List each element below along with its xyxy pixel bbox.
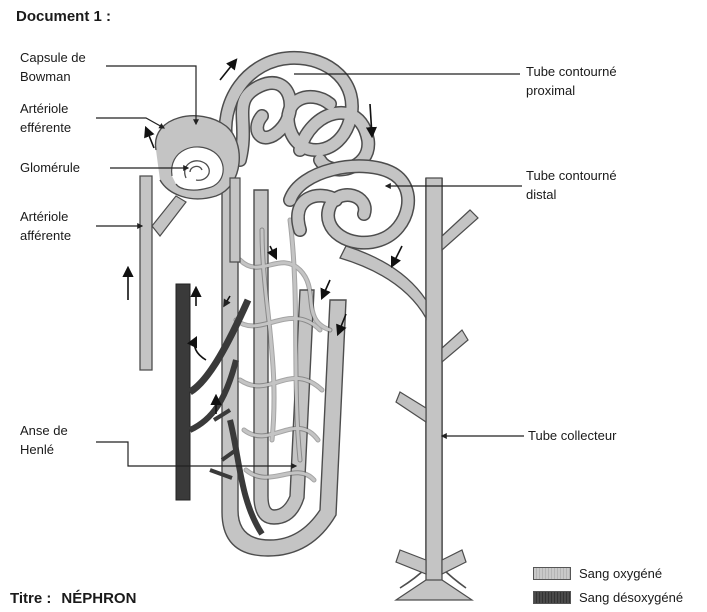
legend-oxygenated: Sang oxygéné bbox=[533, 566, 662, 581]
label-capsule-bowman: Capsule de Bowman bbox=[20, 48, 86, 86]
leader-capsule bbox=[106, 66, 196, 124]
connecting-tubule bbox=[340, 246, 426, 318]
label-afferente-line2: afférente bbox=[20, 226, 71, 245]
efferent-arteriole bbox=[230, 178, 240, 262]
label-proximal-line1: Tube contourné bbox=[526, 62, 617, 81]
figure-title-prefix: Titre : bbox=[10, 590, 51, 607]
collecting-duct bbox=[396, 178, 478, 600]
arrow-vein-curve bbox=[194, 338, 206, 360]
label-proximal-line2: proximal bbox=[526, 81, 617, 100]
label-glomerule-line1: Glomérule bbox=[20, 158, 80, 177]
label-afferente-line1: Artériole bbox=[20, 207, 71, 226]
legend-swatch-oxygenated bbox=[533, 567, 571, 580]
label-tube-collecteur: Tube collecteur bbox=[528, 426, 616, 445]
figure-title: Titre : NÉPHRON bbox=[10, 590, 136, 607]
leader-efferent bbox=[96, 118, 164, 128]
arrow-proximal-top bbox=[220, 60, 236, 80]
proximal-convoluted-tubule bbox=[226, 58, 369, 170]
label-distal-line2: distal bbox=[526, 185, 617, 204]
label-glomerule: Glomérule bbox=[20, 158, 80, 177]
label-capsule-line1: Capsule de bbox=[20, 48, 86, 67]
bowman-capsule bbox=[156, 116, 240, 199]
label-henle-line2: Henlé bbox=[20, 440, 68, 459]
label-distal-line1: Tube contourné bbox=[526, 166, 617, 185]
label-arteriole-afferente: Artériole afférente bbox=[20, 207, 71, 245]
capillary-network bbox=[236, 220, 330, 480]
label-efferente-line1: Artériole bbox=[20, 99, 71, 118]
legend-label-deoxygenated: Sang désoxygéné bbox=[579, 590, 683, 605]
arrow-loop-top bbox=[270, 246, 276, 258]
label-tube-proximal: Tube contourné proximal bbox=[526, 62, 617, 100]
label-henle-line1: Anse de bbox=[20, 421, 68, 440]
label-efferente-line2: efférente bbox=[20, 118, 71, 137]
legend-label-oxygenated: Sang oxygéné bbox=[579, 566, 662, 581]
label-capsule-line2: Bowman bbox=[20, 67, 86, 86]
deoxygenated-vein bbox=[176, 284, 262, 534]
label-anse-henle: Anse de Henlé bbox=[20, 421, 68, 459]
distal-convoluted-tubule bbox=[290, 166, 408, 242]
arrow-distal-down bbox=[392, 246, 402, 266]
legend-swatch-deoxygenated bbox=[533, 591, 571, 604]
arrow-efferent bbox=[146, 128, 154, 148]
label-arteriole-efferente: Artériole efférente bbox=[20, 99, 71, 137]
label-tube-distal: Tube contourné distal bbox=[526, 166, 617, 204]
arrow-ascending bbox=[322, 280, 330, 298]
figure-title-value: NÉPHRON bbox=[61, 590, 136, 607]
label-collecteur-line1: Tube collecteur bbox=[528, 426, 616, 445]
legend-deoxygenated: Sang désoxygéné bbox=[533, 590, 683, 605]
